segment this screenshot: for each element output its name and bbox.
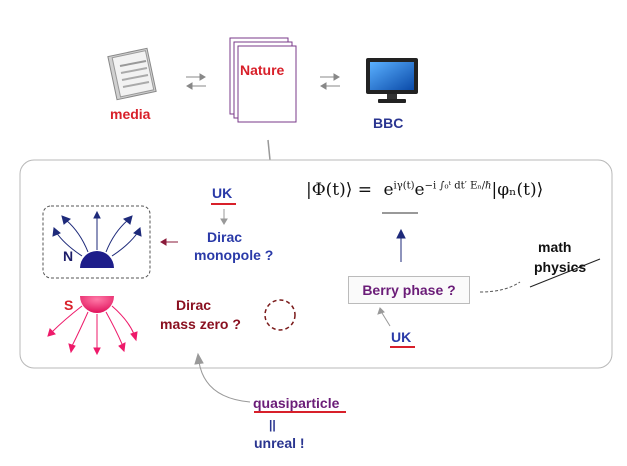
- quasiparticle-label: quasiparticle: [253, 395, 340, 411]
- arrow-left: [160, 238, 178, 246]
- dirac-monopole-line2: monopole ?: [194, 247, 274, 263]
- dirac-mass-line1: Dirac: [176, 297, 212, 313]
- dirac-mass-line2: mass zero ?: [160, 316, 241, 332]
- equation-exp1-power: iγ(t): [393, 180, 415, 192]
- south-magnet-half: [80, 296, 114, 313]
- bbc-label: BBC: [373, 115, 404, 131]
- equation-lhs: |Φ(t)⟩ =: [306, 180, 373, 200]
- main-panel: [19, 159, 613, 369]
- equation-exp2-power: −i ∫₀ᵗ dt′ Eₙ/ℏ: [424, 180, 492, 192]
- north-magnet-half: [80, 251, 114, 268]
- north-label: N: [63, 248, 74, 264]
- berry-equation: |Φ(t)⟩ = eiγ(t)e−i ∫₀ᵗ dt′ Eₙ/ℏ|φₙ(t)⟩: [306, 180, 543, 200]
- arrow-down-small: [220, 209, 228, 225]
- physics-label: physics: [534, 259, 587, 275]
- dashed-link: [479, 281, 521, 293]
- connector-line: [267, 139, 271, 161]
- unreal-label: unreal !: [254, 435, 305, 451]
- field-lines-south: [47, 305, 138, 356]
- monitor-icon: [366, 58, 418, 103]
- berry-phase-box: Berry phase ?: [348, 276, 470, 304]
- equation-exp2: e: [414, 180, 425, 200]
- equation-exp1: e: [383, 180, 394, 200]
- math-label: math: [538, 239, 572, 255]
- south-label: S: [64, 297, 74, 313]
- uk-label-bottom: UK: [391, 329, 412, 345]
- north-pole-box: [42, 205, 151, 279]
- newspaper-icon: [107, 47, 157, 101]
- uk-label: UK: [212, 185, 233, 201]
- dashed-circle: [264, 299, 296, 331]
- equals-sign: ||: [269, 418, 276, 432]
- dirac-monopole-line1: Dirac: [207, 229, 243, 245]
- curved-arrow: [194, 352, 251, 403]
- arrow-up-diagonal: [377, 307, 391, 327]
- field-lines-north: [52, 210, 142, 257]
- swap-arrows-icon: [186, 73, 206, 90]
- arrow-up: [396, 228, 406, 262]
- strike-line: [529, 258, 601, 288]
- nature-label: Nature: [240, 62, 285, 78]
- media-label: media: [110, 106, 151, 122]
- journal-stack-icon: [229, 37, 297, 123]
- swap-arrows-icon: [320, 73, 340, 90]
- equation-rhs: |φₙ(t)⟩: [491, 180, 544, 200]
